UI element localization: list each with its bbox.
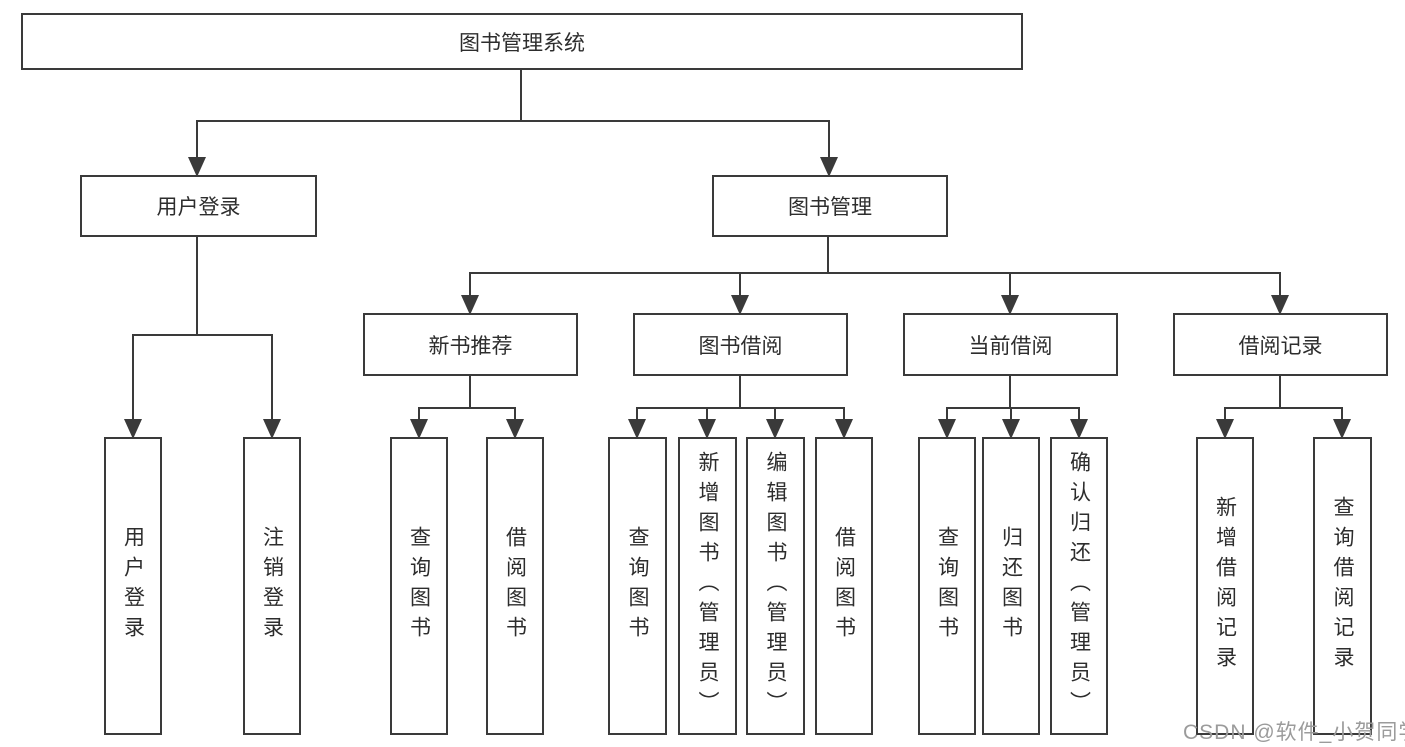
connector-line [1279, 376, 1281, 409]
connector-line [1010, 407, 1012, 423]
watermark: CSDN @软件_小贺同学 [1183, 721, 1405, 744]
connector-line [828, 120, 830, 160]
connector-line [514, 407, 516, 423]
connector-line [636, 407, 845, 409]
leaf-confirm-return-admin-label: 确认归还（管理员） [1067, 451, 1091, 721]
connector-line [271, 334, 273, 422]
arrowhead-icon [835, 419, 853, 439]
connector-line [739, 376, 741, 409]
connector-line [1279, 272, 1281, 298]
arrowhead-icon [461, 295, 479, 315]
connector-line [774, 407, 776, 423]
arrowhead-icon [1271, 295, 1289, 315]
connector-line [1009, 376, 1011, 409]
connector-line [469, 272, 1281, 274]
leaf-add-borrow-record: 新增借阅记录 [1196, 437, 1254, 735]
connector-line [469, 376, 471, 409]
node-current-borrow: 当前借阅 [903, 313, 1118, 376]
connector-line [843, 407, 845, 423]
leaf-return-books-label: 归还图书 [999, 526, 1023, 646]
node-new-book-recommend: 新书推荐 [363, 313, 578, 376]
arrowhead-icon [731, 295, 749, 315]
arrowhead-icon [1001, 295, 1019, 315]
node-root: 图书管理系统 [21, 13, 1023, 70]
node-borrow-records-label: 借阅记录 [1238, 334, 1323, 358]
leaf-query-books-borrow: 查询图书 [608, 437, 667, 735]
arrowhead-icon [410, 419, 428, 439]
connector-line [706, 407, 708, 423]
arrowhead-icon [263, 419, 281, 439]
leaf-query-books-newbook-label: 查询图书 [407, 526, 431, 646]
leaf-query-books-current: 查询图书 [918, 437, 976, 735]
connector-line [1009, 272, 1011, 298]
connector-line [132, 334, 134, 422]
connector-line [946, 407, 948, 423]
connector-line [739, 272, 741, 298]
connector-line [196, 120, 830, 122]
leaf-query-books-current-label: 查询图书 [935, 526, 959, 646]
arrowhead-icon [820, 157, 838, 177]
leaf-add-books-admin-label: 新增图书（管理员） [696, 451, 719, 721]
connector-line [946, 407, 1080, 409]
arrowhead-icon [698, 419, 716, 439]
node-book-borrow-label: 图书借阅 [698, 334, 783, 358]
leaf-borrow-books-label: 借阅图书 [832, 526, 856, 646]
leaf-user-login-label: 用户登录 [121, 526, 145, 646]
arrowhead-icon [1002, 419, 1020, 439]
leaf-query-books-newbook: 查询图书 [390, 437, 448, 735]
node-book-management: 图书管理 [712, 175, 948, 237]
connector-line [1341, 407, 1343, 423]
connector-line [1078, 407, 1080, 423]
leaf-add-books-admin: 新增图书（管理员） [678, 437, 737, 735]
connector-line [1224, 407, 1226, 423]
leaf-edit-books-admin-label: 编辑图书（管理员） [764, 451, 787, 721]
arrowhead-icon [766, 419, 784, 439]
leaf-add-borrow-record-label: 新增借阅记录 [1213, 496, 1237, 676]
node-user-login: 用户登录 [80, 175, 317, 237]
node-new-book-recommend-label: 新书推荐 [428, 334, 513, 358]
connector-line [469, 272, 471, 298]
connector-line [520, 69, 522, 122]
leaf-logout-label: 注销登录 [260, 526, 284, 646]
connector-line [132, 334, 273, 336]
node-book-borrow: 图书借阅 [633, 313, 848, 376]
arrowhead-icon [938, 419, 956, 439]
node-borrow-records: 借阅记录 [1173, 313, 1388, 376]
leaf-confirm-return-admin: 确认归还（管理员） [1050, 437, 1108, 735]
arrowhead-icon [1070, 419, 1088, 439]
leaf-query-books-borrow-label: 查询图书 [626, 526, 649, 646]
leaf-query-borrow-record-label: 查询借阅记录 [1331, 496, 1354, 676]
arrowhead-icon [506, 419, 524, 439]
arrowhead-icon [1333, 419, 1351, 439]
node-root-label: 图书管理系统 [459, 31, 585, 55]
arrowhead-icon [628, 419, 646, 439]
node-book-management-label: 图书管理 [788, 196, 872, 219]
arrowhead-icon [124, 419, 142, 439]
connector-line [418, 407, 516, 409]
leaf-return-books: 归还图书 [982, 437, 1040, 735]
leaf-user-login: 用户登录 [104, 437, 162, 735]
node-current-borrow-label: 当前借阅 [968, 334, 1053, 358]
arrowhead-icon [188, 157, 206, 177]
connector-line [418, 407, 420, 423]
leaf-logout: 注销登录 [243, 437, 301, 735]
node-user-login-label: 用户登录 [156, 196, 241, 219]
connector-line [196, 120, 198, 160]
leaf-edit-books-admin: 编辑图书（管理员） [746, 437, 805, 735]
connector-line [827, 237, 829, 274]
leaf-query-borrow-record: 查询借阅记录 [1313, 437, 1372, 735]
connector-line [196, 237, 198, 336]
arrowhead-icon [1216, 419, 1234, 439]
connector-line [636, 407, 638, 423]
connector-line [1224, 407, 1343, 409]
leaf-borrow-books-newbook-label: 借阅图书 [503, 526, 527, 646]
leaf-borrow-books-newbook: 借阅图书 [486, 437, 544, 735]
leaf-borrow-books: 借阅图书 [815, 437, 873, 735]
